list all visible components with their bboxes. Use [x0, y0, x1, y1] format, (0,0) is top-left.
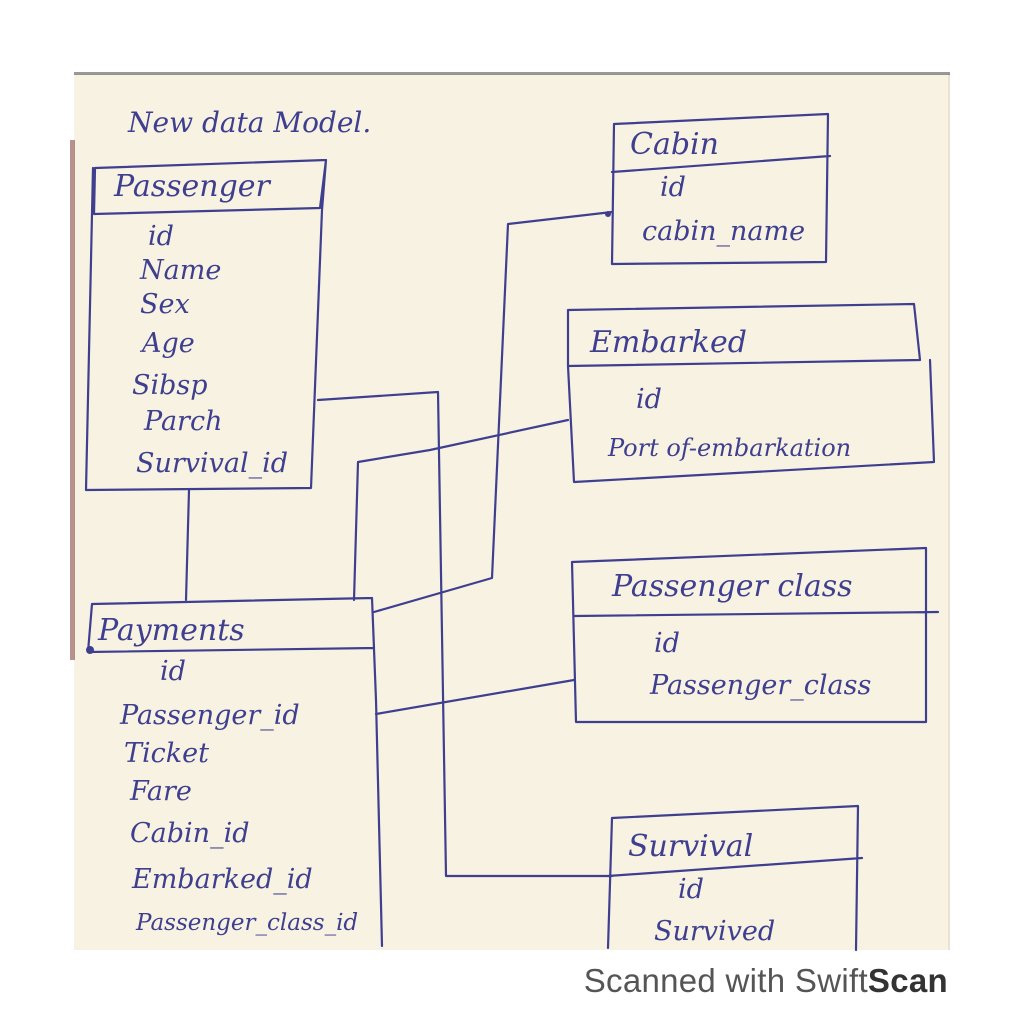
- relation-passenger-payments: [184, 488, 191, 602]
- cabin-title: Cabin: [630, 127, 719, 162]
- paper-left-edge: [70, 140, 75, 660]
- embarked-box: [566, 302, 936, 484]
- relation-payments-embarked: [352, 418, 570, 602]
- embarked-title: Embarked: [589, 325, 747, 360]
- passenger-field: Sex: [140, 289, 190, 320]
- entity-embarked: Embarked id Port of-embarkation: [566, 302, 936, 484]
- entity-passenger: Passenger id Name Sex Age Sibsp Parch Su…: [84, 158, 328, 492]
- payments-title: Payments: [97, 613, 245, 648]
- survival-field: id: [678, 874, 704, 905]
- passenger-class-field: id: [654, 628, 680, 659]
- payments-field: Ticket: [124, 738, 209, 769]
- paper-top-edge: [74, 72, 950, 75]
- entity-cabin: Cabin id cabin_name: [610, 112, 832, 266]
- passenger-class-box: [570, 546, 940, 724]
- cabin-box: [610, 112, 832, 266]
- passenger-title: Passenger: [113, 169, 272, 204]
- entity-passenger-class: Passenger class id Passenger_class: [570, 546, 940, 724]
- payments-field: id: [160, 656, 186, 687]
- survival-title: Survival: [628, 829, 753, 864]
- survival-field: Survived: [654, 916, 775, 947]
- diagram-heading: New data Model.: [127, 106, 371, 139]
- passenger-class-field: Passenger_class: [649, 670, 871, 701]
- passenger-field: Age: [139, 328, 195, 359]
- payments-field: Embarked_id: [131, 864, 313, 895]
- connector-dot: [86, 646, 94, 654]
- payments-field: Passenger_class_id: [135, 910, 358, 936]
- passenger-field: Survival_id: [136, 448, 288, 479]
- embarked-field: Port of-embarkation: [607, 434, 851, 462]
- relation-payments-passenger-class: [374, 678, 576, 716]
- watermark-brand: Scan: [867, 962, 948, 999]
- payments-field: Cabin_id: [130, 818, 249, 849]
- cabin-field: id: [660, 172, 686, 203]
- passenger-class-title: Passenger class: [611, 569, 853, 604]
- payments-field: Fare: [129, 776, 192, 807]
- paper-sheet: [74, 74, 950, 950]
- entity-payments: Payments id Passenger_id Ticket Fare Cab…: [86, 596, 384, 948]
- relation-passenger-survival: [316, 390, 614, 878]
- watermark-prefix: Scanned with Swift: [583, 962, 868, 999]
- entity-survival: Survival id Survived: [606, 804, 864, 952]
- relation-payments-cabin: [372, 210, 614, 614]
- passenger-field: Name: [139, 255, 221, 286]
- cabin-field: cabin_name: [642, 216, 805, 247]
- passenger-box: [84, 158, 328, 492]
- payments-field: Passenger_id: [119, 700, 300, 731]
- scanner-watermark: Scanned with SwiftScan: [584, 962, 948, 1000]
- passenger-field: Parch: [143, 406, 222, 437]
- payments-box: [86, 596, 384, 948]
- passenger-field: id: [148, 221, 174, 252]
- survival-box: [606, 804, 864, 952]
- embarked-field: id: [636, 384, 662, 415]
- connector-dot: [605, 211, 611, 217]
- passenger-field: Sibsp: [132, 370, 208, 401]
